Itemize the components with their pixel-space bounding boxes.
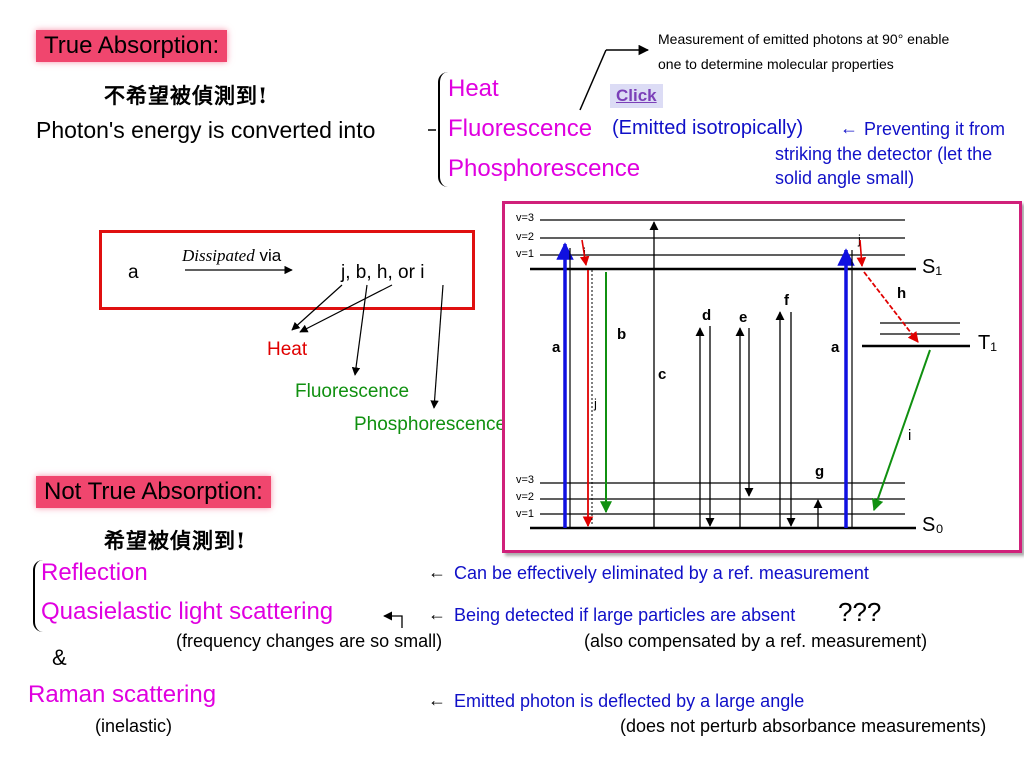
- quasielastic-label: Quasielastic light scattering: [41, 598, 334, 625]
- i-to-phosphorescence-arrow: [430, 284, 444, 409]
- click-link[interactable]: Click: [610, 84, 663, 108]
- reflection-label: Reflection: [41, 559, 148, 586]
- reflection-note: Can be effectively eliminated by a ref. …: [454, 563, 869, 583]
- desired-note: 希望被偵測到!: [104, 528, 247, 553]
- dissipated-label: Dissipated via: [182, 246, 281, 266]
- dissipation-fluorescence: Fluorescence: [295, 381, 410, 402]
- preventing-line-1: Preventing it from: [864, 119, 1006, 139]
- measurement-note-line-2: one to determine molecular properties: [658, 56, 894, 72]
- label-e: e: [739, 309, 748, 326]
- left-arrow-icon: ←: [840, 118, 858, 138]
- scattering-brace: [33, 560, 43, 632]
- label-d: d: [702, 307, 712, 324]
- not-true-absorption-header: Not True Absorption:: [36, 476, 271, 508]
- measurement-note-line-1: Measurement of emitted photons at 90° en…: [658, 31, 950, 47]
- s1-level-v1-label: v=1: [516, 248, 535, 260]
- label-g: g: [815, 463, 825, 480]
- question-marks: ???: [838, 597, 882, 627]
- inelastic-note: (inelastic): [95, 716, 173, 736]
- via-text: via: [254, 246, 282, 265]
- label-a-right: a: [831, 339, 840, 356]
- quasielastic-hook-arrow: [383, 611, 403, 628]
- frequency-note: (frequency changes are so small): [176, 631, 443, 651]
- measurement-pointer-line: [579, 49, 607, 111]
- relaxation-j-top: [579, 239, 590, 266]
- true-absorption-header: True Absorption:: [36, 30, 228, 62]
- quasielastic-note: Being detected if large particles are ab…: [454, 605, 796, 625]
- dissipation-box: [99, 230, 475, 310]
- left-arrow-icon: ←: [428, 604, 446, 624]
- b-to-fluorescence-arrow: [351, 284, 368, 376]
- label-h: h: [897, 285, 907, 302]
- undesired-note: 不希望被偵測到!: [104, 83, 269, 108]
- preventing-line-3: solid angle small): [775, 168, 915, 188]
- s0-level-v2-label: v=2: [516, 491, 535, 503]
- item-phosphorescence: Phosphorescence: [448, 155, 641, 182]
- label-a-left: a: [552, 339, 561, 356]
- fluorescence-isotropic-note: (Emitted isotropically): [612, 117, 804, 139]
- dissipation-targets: j, b, h, or i: [341, 262, 425, 283]
- ampersand: &: [52, 645, 67, 670]
- left-arrow-icon: ←: [428, 690, 446, 710]
- dissipation-source: a: [128, 262, 139, 283]
- j-to-heat-arrow: [291, 284, 343, 331]
- s0-level-v1-label: v=1: [516, 508, 535, 520]
- dissipated-italic: Dissipated: [182, 246, 255, 265]
- items-brace: [438, 72, 450, 187]
- label-c: c: [658, 366, 667, 383]
- dissipation-phosphorescence: Phosphorescence: [354, 414, 507, 435]
- s0-label: S₀: [922, 514, 944, 536]
- dissipation-heat: Heat: [267, 339, 308, 360]
- relaxation-j-right: [856, 239, 867, 267]
- label-i: i: [908, 427, 912, 444]
- label-f: f: [784, 292, 789, 309]
- converted-into-text: Photon's energy is converted into: [36, 117, 376, 143]
- h-to-heat-arrow: [299, 284, 393, 333]
- phosphorescence-i-arrow: [871, 349, 931, 512]
- label-j-mid: j: [594, 396, 597, 411]
- raman-label: Raman scattering: [28, 681, 217, 708]
- preventing-line-2: striking the detector (let the: [775, 144, 993, 164]
- s1-label: S₁: [922, 256, 943, 278]
- s0-level-v3-label: v=3: [516, 474, 535, 486]
- isc-h-arrow: [863, 271, 919, 343]
- absorbance-note: (does not perturb absorbance measurement…: [620, 716, 987, 736]
- s1-level-v3-label: v=3: [516, 212, 535, 224]
- label-j-right: j: [858, 232, 861, 247]
- left-arrow-icon: ←: [428, 562, 446, 582]
- item-heat: Heat: [448, 75, 499, 102]
- raman-note: Emitted photon is deflected by a large a…: [454, 691, 805, 711]
- compensated-note: (also compensated by a ref. measurement): [584, 631, 928, 651]
- t1-label: T₁: [978, 332, 997, 354]
- item-fluorescence: Fluorescence: [448, 115, 593, 142]
- s1-level-v2-label: v=2: [516, 231, 535, 243]
- label-b: b: [617, 326, 627, 343]
